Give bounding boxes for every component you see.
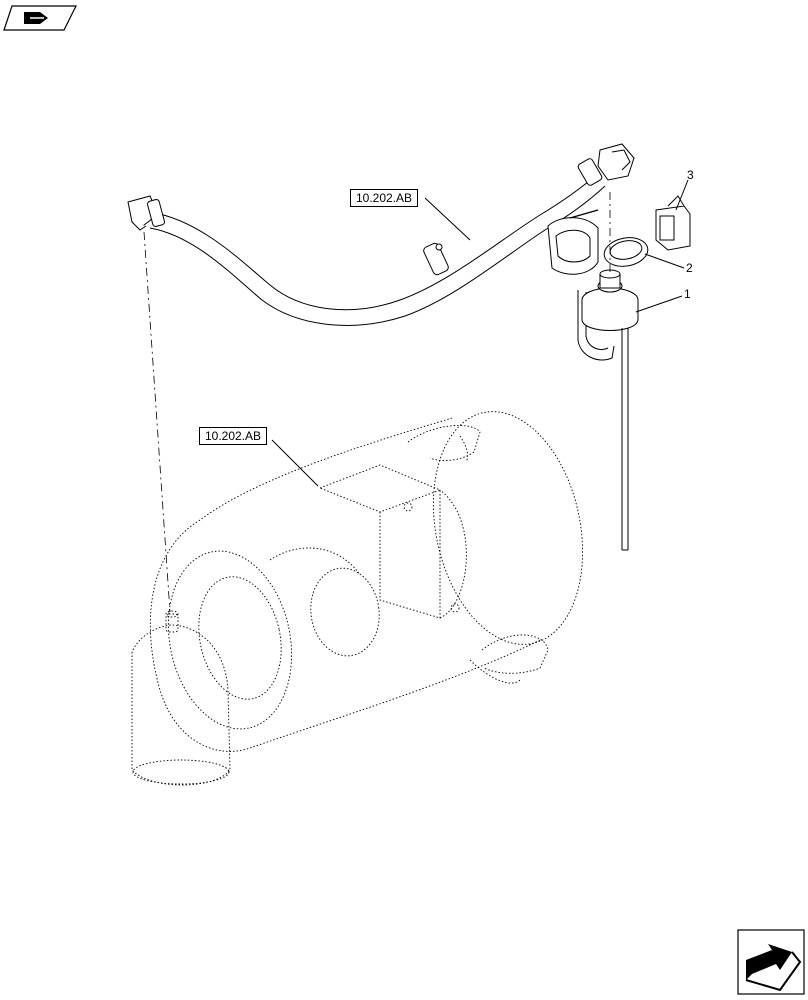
dust-valve-part-1 bbox=[577, 269, 639, 551]
reference-label-hose[interactable]: 10.202.AB bbox=[350, 189, 419, 207]
left-elbow-fitting bbox=[127, 195, 165, 231]
valve-bracket bbox=[547, 209, 599, 275]
hose-clamp bbox=[423, 242, 449, 276]
callout-number-3: 3 bbox=[687, 168, 694, 182]
right-hose-connector bbox=[577, 143, 635, 186]
clip-part-3 bbox=[655, 195, 691, 251]
reference-label-filter[interactable]: 10.202.AB bbox=[199, 427, 268, 445]
next-page-arrow-icon[interactable] bbox=[737, 929, 805, 995]
catalog-book-icon[interactable] bbox=[3, 5, 77, 31]
ring-seal-part-2 bbox=[603, 237, 649, 267]
callout-number-2: 2 bbox=[686, 261, 693, 275]
leader-lines bbox=[271, 179, 689, 487]
callout-number-1: 1 bbox=[684, 287, 691, 301]
air-filter-housing bbox=[131, 411, 584, 786]
alignment-dashed-lines bbox=[143, 192, 611, 613]
